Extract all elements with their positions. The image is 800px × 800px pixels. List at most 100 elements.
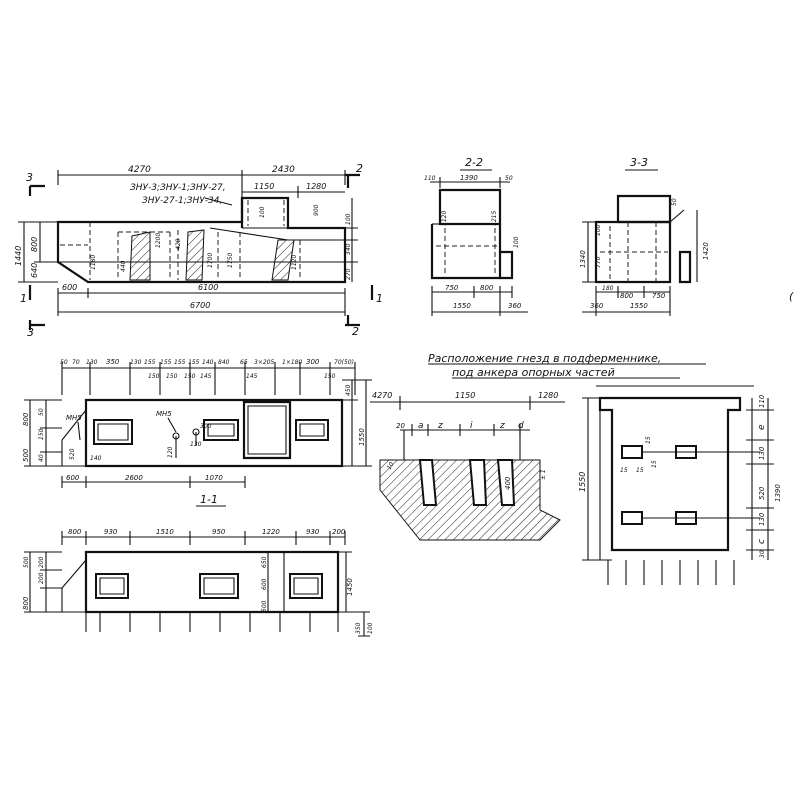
svg-text:800: 800 — [68, 528, 82, 536]
svg-text:3×205: 3×205 — [254, 359, 274, 366]
svg-text:155: 155 — [160, 359, 172, 366]
svg-text:840: 840 — [218, 359, 230, 366]
svg-text:800: 800 — [22, 412, 30, 426]
svg-text:15: 15 — [645, 436, 652, 444]
svg-text:155: 155 — [174, 359, 186, 366]
svg-text:900: 900 — [313, 204, 320, 216]
svg-text:50: 50 — [38, 408, 45, 416]
svg-text:100: 100 — [595, 224, 602, 236]
svg-text:500: 500 — [23, 556, 30, 568]
svg-text:1550: 1550 — [578, 472, 587, 492]
svg-text:c: c — [757, 539, 767, 544]
svg-text:450: 450 — [345, 384, 352, 396]
svg-text:200: 200 — [38, 556, 45, 568]
section-marker-3-bottom: 3 — [27, 326, 34, 339]
middle-section-view: МН5 МН5 520 140 120 130 300 800 150 500 … — [22, 362, 372, 507]
svg-text:360: 360 — [508, 302, 522, 310]
svg-text:1550: 1550 — [630, 302, 648, 310]
svg-text:800: 800 — [620, 292, 634, 300]
svg-text:20: 20 — [396, 422, 405, 430]
svg-text:1390: 1390 — [460, 174, 478, 182]
section-marker-1-right: 1 — [376, 292, 383, 305]
label-mn5-b: МН5 — [156, 410, 172, 418]
svg-text:770: 770 — [595, 256, 602, 268]
dim-1440: 1440 — [14, 246, 23, 266]
svg-text:1215: 1215 — [491, 211, 498, 226]
svg-text:2600: 2600 — [125, 474, 143, 482]
svg-text:1750: 1750 — [227, 253, 234, 268]
svg-text:65: 65 — [240, 359, 248, 366]
svg-text:1700: 1700 — [207, 253, 214, 268]
section-3-3: 3-3 50 1340 770 100 1420 180 800 750 360… — [579, 156, 710, 316]
svg-text:50: 50 — [60, 359, 68, 366]
svg-text:150: 150 — [324, 373, 336, 380]
section-marker-2-top: 2 — [356, 162, 363, 175]
svg-text:520: 520 — [69, 448, 76, 460]
label-units-1: ЗНУ-3;ЗНУ-1;ЗНУ-27, — [130, 183, 226, 193]
svg-text:70: 70 — [72, 359, 80, 366]
top-elevation-view: 3 3 2 2 1 1 4270 2430 1150 1280 ЗНУ-3;ЗН… — [14, 162, 383, 339]
dim-6700: 6700 — [190, 301, 210, 310]
svg-text:110: 110 — [758, 394, 766, 408]
svg-text:1420: 1420 — [702, 242, 710, 260]
dim-600-bottom: 600 — [62, 283, 77, 292]
svg-text:500: 500 — [261, 600, 268, 612]
svg-text:10: 10 — [386, 461, 396, 471]
svg-text:15: 15 — [651, 460, 658, 468]
svg-text:110: 110 — [424, 175, 436, 182]
svg-text:440: 440 — [120, 260, 127, 272]
svg-text:150: 150 — [38, 428, 45, 440]
svg-text:1280: 1280 — [538, 391, 558, 400]
svg-text:420: 420 — [175, 238, 182, 250]
detail-caption-1: Расположение гнезд в подферменнике, — [428, 352, 661, 365]
svg-text:130: 130 — [758, 512, 766, 526]
svg-text:1550: 1550 — [453, 302, 471, 310]
dim-1280: 1280 — [306, 182, 326, 191]
plan-detail: 15 15 15 15 110 e 130 520 1390 130 c 30 … — [578, 290, 794, 585]
svg-text:1120: 1120 — [441, 211, 448, 226]
svg-text:± 1: ± 1 — [540, 469, 547, 480]
small-dims-top-view: 1180 440 1200 420 1700 1750 1120 900 100 — [90, 204, 320, 272]
svg-text:70(50): 70(50) — [334, 359, 354, 366]
svg-text:400: 400 — [504, 476, 512, 490]
svg-text:d: d — [518, 421, 524, 431]
svg-text:1340: 1340 — [579, 250, 587, 268]
svg-text:1550: 1550 — [358, 428, 366, 446]
corner-mark: ( — [789, 290, 794, 303]
svg-text:1450: 1450 — [346, 578, 354, 596]
svg-text:360: 360 — [590, 302, 604, 310]
svg-text:1220: 1220 — [262, 528, 280, 536]
svg-text:e: e — [757, 424, 767, 430]
svg-text:4270: 4270 — [372, 391, 392, 400]
label-units-2: ЗНУ-27-1;ЗНУ-34, — [142, 196, 222, 206]
svg-text:1150: 1150 — [455, 391, 475, 400]
bottom-plan-view: 800 930 1510 950 1220 930 200 500 200 20… — [22, 528, 374, 637]
bottom-left-dims: 500 200 200 800 — [22, 556, 45, 610]
svg-text:350: 350 — [106, 358, 120, 366]
dim-800-left: 800 — [30, 237, 39, 252]
section-3-3-title: 3-3 — [630, 156, 648, 169]
svg-text:z: z — [437, 421, 443, 431]
bottom-top-dims: 800 930 1510 950 1220 930 200 — [68, 528, 346, 536]
svg-text:600: 600 — [261, 578, 268, 590]
svg-text:120: 120 — [167, 446, 174, 458]
svg-text:750: 750 — [445, 284, 459, 292]
middle-top-dim-labels: 50 70 130 350 130 155 155 155 155 140 84… — [60, 358, 354, 380]
label-mn5-a: МН5 — [66, 414, 82, 422]
section-marker-1-left: 1 — [20, 292, 27, 305]
svg-text:1180: 1180 — [90, 255, 97, 270]
svg-text:145: 145 — [200, 373, 212, 380]
section-1-1-label: 1-1 — [200, 493, 218, 506]
svg-text:1200: 1200 — [155, 233, 162, 248]
detail-caption-2: под анкера опорных частей — [452, 366, 615, 379]
svg-text:155: 155 — [144, 359, 156, 366]
svg-text:1×180: 1×180 — [282, 359, 302, 366]
svg-text:100: 100 — [513, 236, 520, 248]
svg-text:600: 600 — [66, 474, 80, 482]
svg-text:800: 800 — [480, 284, 494, 292]
svg-text:650: 650 — [261, 556, 268, 568]
svg-text:800: 800 — [22, 596, 30, 610]
svg-text:150: 150 — [148, 373, 160, 380]
svg-text:950: 950 — [212, 528, 226, 536]
svg-text:1120: 1120 — [291, 255, 298, 270]
